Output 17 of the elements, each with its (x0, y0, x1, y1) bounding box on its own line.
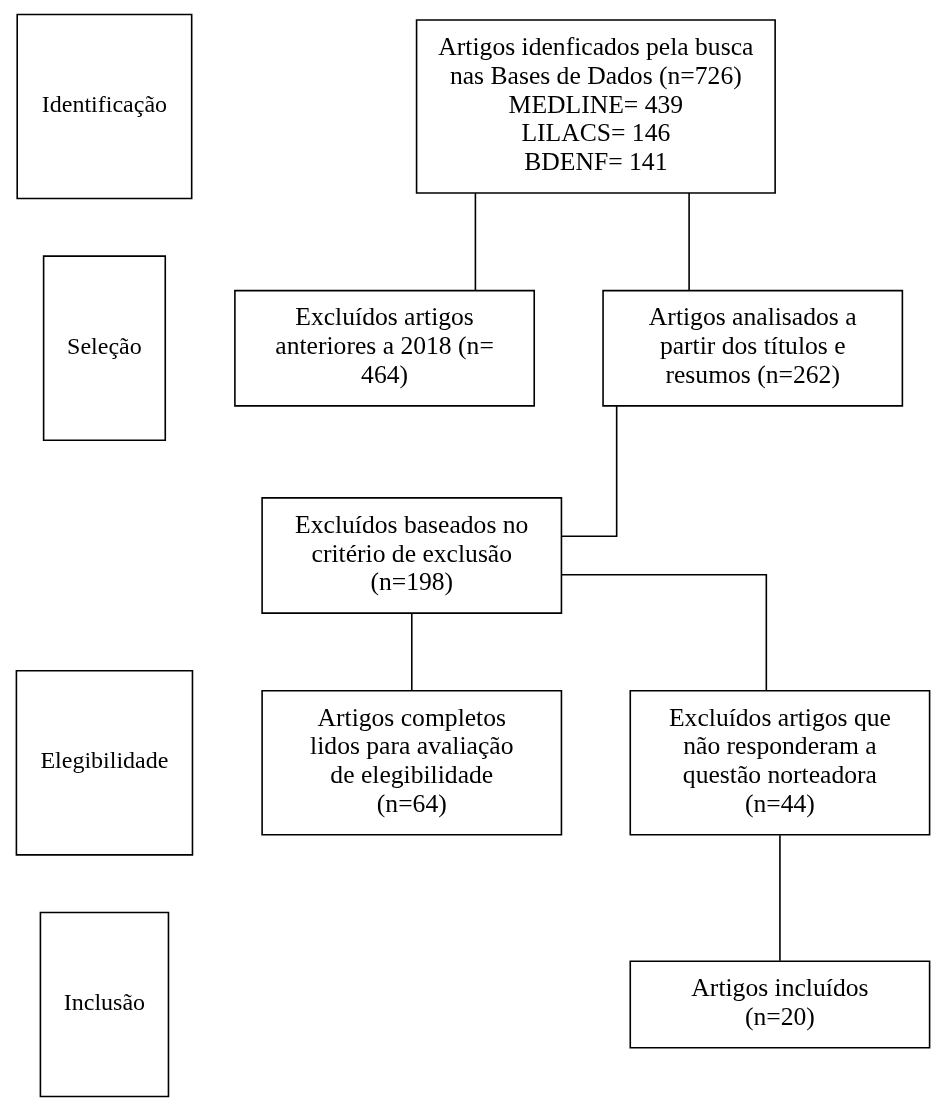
connector (687, 192, 690, 291)
node-box: Artigos analisados a partir dos títulos e resumos (n=262) (601, 289, 903, 407)
node-box: Seleção (42, 255, 166, 442)
connector (778, 834, 781, 962)
connector (410, 612, 413, 692)
connector (474, 192, 476, 291)
node-box: Inclusão (39, 911, 169, 1098)
node-box: Excluídos artigos anteriores a 2018 (n= 464) (233, 289, 535, 407)
connector (560, 573, 767, 692)
node-box: Elegibilidade (15, 669, 193, 856)
node-box: Excluídos baseados no critério de exclusão (n=198) (260, 497, 562, 614)
node-box: Identificação (15, 13, 192, 200)
connector (560, 405, 617, 538)
node-box: Excluídos artigos que não responderam a questão norteadora (n=44) (628, 689, 930, 836)
node-box: Artigos completos lidos para avaliação de elegibilidade (n=64) (260, 689, 562, 836)
node-box: Artigos incluídos (n=20) (628, 960, 930, 1049)
node-box: Artigos idenficados pela busca nas Bases de Dados (n=726) MEDLINE= 439 LILACS= 146 BDENF= 141 (415, 19, 776, 194)
